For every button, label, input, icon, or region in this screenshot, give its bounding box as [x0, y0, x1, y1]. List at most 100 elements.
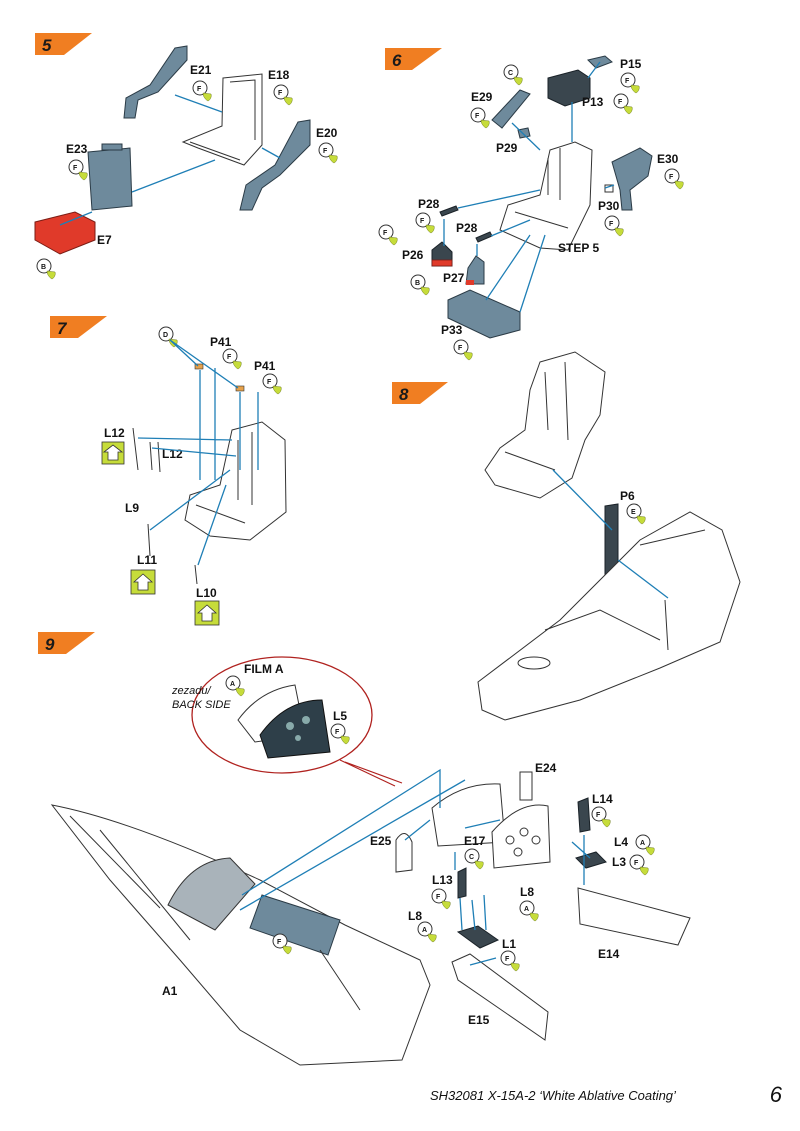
- label-step5-ref: STEP 5: [558, 241, 599, 255]
- part-e30: [611, 147, 653, 211]
- step9-section: 9 FILM A A zezadu/ BACK SIDE L5 F E24 L1…: [38, 632, 691, 1066]
- label-p41-b: P41: [254, 359, 276, 373]
- code-p13: F: [618, 99, 623, 106]
- label-e25: E25: [370, 834, 392, 848]
- label-p29: P29: [496, 141, 518, 155]
- label-p33: P33: [441, 323, 463, 337]
- part-a1-fuselage: [50, 804, 431, 1066]
- step9-flag: [38, 632, 95, 654]
- part-e20: [239, 119, 311, 211]
- step7-seat-detail: [195, 432, 253, 524]
- label-l13: L13: [432, 873, 453, 887]
- code-l8-b: A: [422, 927, 427, 934]
- label-p41-a: P41: [210, 335, 232, 349]
- flip-icon-l12: [102, 444, 124, 461]
- step9-leaders: [239, 768, 591, 966]
- label-p28-b: P28: [456, 221, 478, 235]
- part-e18-detail: [189, 79, 256, 161]
- label-l4: L4: [614, 835, 628, 849]
- e17-dial-3: [531, 835, 541, 845]
- label-p6: P6: [620, 489, 635, 503]
- label-l14: L14: [592, 792, 613, 806]
- part-p27-red: [466, 280, 474, 285]
- code-l14: F: [596, 812, 601, 819]
- step5-flag: [35, 33, 92, 55]
- page-footer: SH32081 X-15A-2 ‘White Ablative Coating’…: [430, 1082, 790, 1112]
- part-l3: [575, 851, 607, 869]
- code-e17: C: [469, 854, 474, 861]
- code-p15: F: [625, 78, 630, 85]
- part-e29: [491, 89, 531, 129]
- a1-panel-lines: [69, 815, 361, 1011]
- part-p30: [604, 184, 614, 193]
- step7-section: 7 D P41 F P41 F L12 L12 L9 L11 L10: [50, 316, 287, 626]
- step5-number: 5: [42, 36, 52, 55]
- panel-dial-3: [295, 735, 301, 741]
- label-l8-b: L8: [408, 909, 422, 923]
- part-e21: [123, 45, 188, 119]
- code-l1: F: [505, 956, 510, 963]
- step5-section: 5 E21 F E18 F E20 F E23 F E7 B: [34, 33, 338, 280]
- part-e25: [395, 833, 413, 873]
- label-l12-a: L12: [104, 426, 125, 440]
- step7-flag: [50, 316, 107, 338]
- code-e23: F: [73, 165, 78, 172]
- part-p27: [465, 255, 485, 285]
- label-p27: P27: [443, 271, 465, 285]
- code-p30: F: [609, 221, 614, 228]
- label-p30: P30: [598, 199, 620, 213]
- code-e29: F: [475, 113, 480, 120]
- step6-flag: [385, 48, 442, 70]
- step8-tub-detail: [544, 529, 706, 651]
- label-film-a: FILM A: [244, 662, 284, 676]
- label-p26: P26: [402, 248, 424, 262]
- code-l13: F: [436, 894, 441, 901]
- step8-number: 8: [399, 385, 409, 404]
- part-l11-strip: [147, 523, 151, 557]
- label-p15: P15: [620, 57, 642, 71]
- code-p41-a: F: [227, 354, 232, 361]
- label-e15: E15: [468, 1013, 490, 1027]
- part-p28-b: [475, 231, 493, 243]
- part-p29: [517, 127, 531, 139]
- label-l1: L1: [502, 937, 516, 951]
- label-p13: P13: [582, 95, 604, 109]
- label-e29: E29: [471, 90, 493, 104]
- code-l3: F: [634, 860, 639, 867]
- code-step6-top: C: [508, 70, 513, 77]
- step6-leaders: [443, 61, 615, 313]
- part-p41-a: [194, 363, 204, 370]
- code-p28-a: F: [420, 218, 425, 225]
- code-p26: B: [415, 280, 420, 287]
- note-back-side-2: BACK SIDE: [172, 699, 231, 711]
- label-e30: E30: [657, 152, 679, 166]
- code-e18: F: [278, 90, 283, 97]
- code-p41-b: F: [267, 379, 272, 386]
- part-l13: [457, 867, 467, 899]
- part-e24-tab: [519, 771, 533, 801]
- step7-number: 7: [57, 319, 68, 338]
- e17-dial-2: [519, 827, 529, 837]
- part-p33: [447, 289, 521, 339]
- flip-icon-l11: [132, 573, 154, 591]
- part-p13: [547, 69, 591, 107]
- step8-seat-detail: [504, 361, 569, 471]
- code-l5: F: [335, 729, 340, 736]
- e17-dial-1: [505, 835, 515, 845]
- part-l14: [577, 797, 591, 833]
- e17-dial-4: [513, 847, 523, 857]
- step8-seat-body: [484, 351, 606, 499]
- code-step7-top: D: [163, 332, 168, 339]
- part-p26-red: [431, 259, 453, 267]
- code-l8-a: A: [524, 906, 529, 913]
- label-p28-a: P28: [418, 197, 440, 211]
- code-l4: A: [640, 840, 645, 847]
- part-e15: [451, 953, 549, 1041]
- part-e17: [491, 804, 551, 869]
- code-p6: E: [631, 509, 636, 516]
- part-l10-strip: [194, 564, 198, 585]
- part-e18: [181, 73, 263, 166]
- code-e7: B: [41, 264, 46, 271]
- a1-canopy-opening: [167, 857, 256, 931]
- label-l8-a: L8: [520, 885, 534, 899]
